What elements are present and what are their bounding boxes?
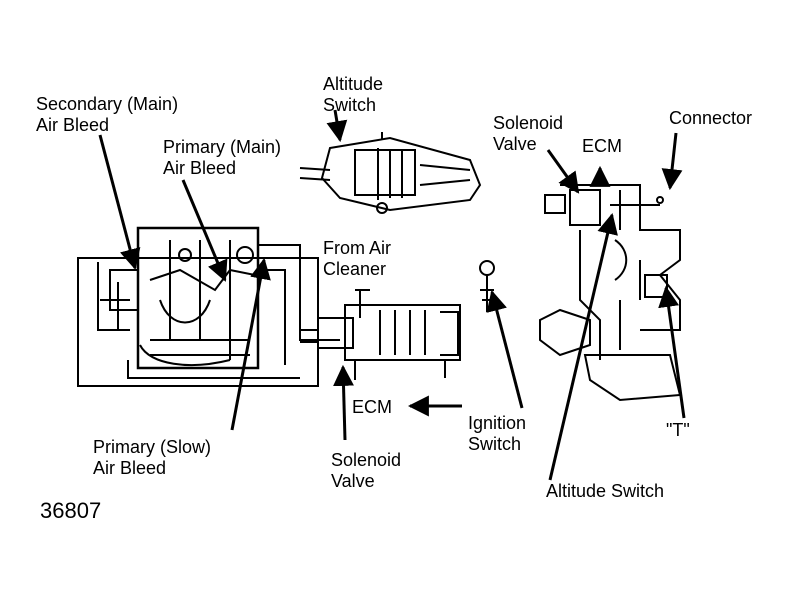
- label-from-air-cleaner: From Air Cleaner: [323, 238, 392, 279]
- carburetor-drawing: [77, 226, 340, 387]
- arrow-solenoid-valve-bottom: [333, 364, 355, 441]
- arrow-connector: [661, 132, 683, 191]
- altitude-switch-drawing: [299, 132, 482, 214]
- arrow-ignition-switch: [486, 289, 524, 409]
- arrow-t-marker: [658, 285, 686, 419]
- label-altitude-switch-top: Altitude Switch: [323, 74, 384, 115]
- label-solenoid-valve-bottom: Solenoid Valve: [331, 450, 402, 491]
- engine-assembly-drawing: [539, 184, 682, 402]
- label-primary-main-air-bleed: Primary (Main) Air Bleed: [163, 137, 282, 178]
- arrow-primary-slow-air-bleed: [230, 257, 271, 431]
- arrow-altitude-switch-bottom: [548, 212, 618, 481]
- solenoid-valve-drawing: [300, 289, 461, 380]
- figure-number: 36807: [40, 498, 102, 523]
- arrow-primary-main-air-bleed: [181, 179, 228, 282]
- label-ecm-right: ECM: [582, 136, 622, 156]
- label-ecm-bottom: ECM: [352, 397, 392, 417]
- label-solenoid-valve-right: Solenoid Valve: [493, 113, 564, 154]
- label-primary-slow-air-bleed: Primary (Slow) Air Bleed: [93, 437, 212, 478]
- label-ignition-switch: Ignition Switch: [468, 413, 527, 454]
- arrow-solenoid-valve-right: [546, 149, 580, 194]
- label-secondary-main-air-bleed: Secondary (Main) Air Bleed: [36, 94, 179, 135]
- label-t-marker: "T": [666, 420, 690, 440]
- arrow-altitude-switch-top: [326, 109, 348, 143]
- label-altitude-switch-bottom: Altitude Switch: [546, 481, 665, 501]
- leader-arrows: [98, 109, 686, 481]
- label-connector: Connector: [669, 108, 753, 128]
- arrow-secondary-air-bleed: [98, 134, 141, 271]
- ignition-switch-drawing: [479, 260, 495, 312]
